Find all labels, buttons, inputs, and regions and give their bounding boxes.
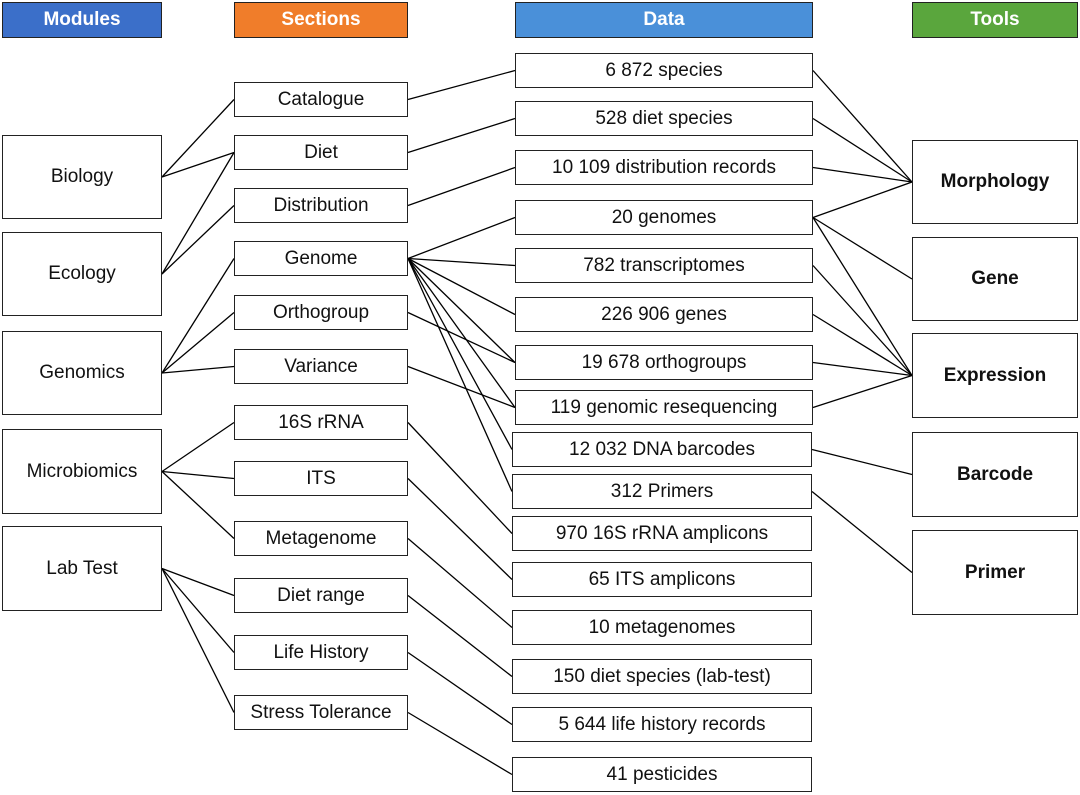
tool-morphology: Morphology	[912, 140, 1078, 224]
link-section-data	[407, 258, 513, 492]
section-variance: Variance	[234, 349, 408, 384]
link-section-data	[407, 422, 513, 534]
data-item-65-its-amplicons: 65 ITS amplicons	[512, 562, 812, 597]
data-header: Data	[515, 2, 813, 38]
data-item-5-644-life-history-records: 5 644 life history records	[512, 707, 812, 742]
section-its: ITS	[234, 461, 408, 496]
section-diet-range: Diet range	[234, 578, 408, 613]
tool-gene: Gene	[912, 237, 1078, 321]
section-life-history: Life History	[234, 635, 408, 670]
section-distribution: Distribution	[234, 188, 408, 223]
data-item-119-genomic-resequencing: 119 genomic resequencing	[515, 390, 813, 425]
link-data-tool	[812, 313, 913, 377]
link-module-section	[161, 365, 235, 374]
link-module-section	[161, 471, 235, 539]
data-item-528-diet-species: 528 diet species	[515, 101, 813, 136]
data-item-10-metagenomes: 10 metagenomes	[512, 610, 812, 645]
tool-expression: Expression	[912, 333, 1078, 418]
link-data-tool	[811, 490, 913, 574]
module-genomics: Genomics	[2, 331, 162, 415]
module-ecology: Ecology	[2, 232, 162, 316]
link-module-section	[161, 567, 235, 597]
data-item-6-872-species: 6 872 species	[515, 53, 813, 88]
section-stress-tolerance: Stress Tolerance	[234, 695, 408, 730]
link-data-tool	[812, 217, 913, 376]
link-data-tool	[812, 361, 913, 377]
link-data-tool	[812, 374, 913, 409]
link-module-section	[161, 205, 235, 275]
tool-barcode: Barcode	[912, 432, 1078, 517]
link-section-data	[407, 258, 516, 363]
modules-header: Modules	[2, 2, 162, 38]
link-module-section	[161, 312, 235, 374]
link-section-data	[407, 258, 516, 408]
link-data-tool	[812, 265, 913, 376]
link-data-tool	[812, 117, 913, 183]
link-section-data	[407, 117, 516, 154]
link-data-tool	[812, 166, 913, 183]
link-module-section	[161, 258, 235, 374]
data-item-12-032-dna-barcodes: 12 032 DNA barcodes	[512, 432, 812, 467]
data-item-970-16s-rrna-amplicons: 970 16S rRNA amplicons	[512, 516, 812, 551]
link-section-data	[407, 711, 513, 776]
section-metagenome: Metagenome	[234, 521, 408, 556]
link-section-data	[407, 166, 516, 207]
data-item-41-pesticides: 41 pesticides	[512, 757, 812, 792]
link-module-section	[161, 152, 235, 275]
link-section-data	[407, 365, 516, 409]
link-module-section	[161, 568, 235, 713]
link-section-data	[407, 311, 516, 364]
module-microbiomics: Microbiomics	[2, 429, 162, 514]
data-item-226-906-genes: 226 906 genes	[515, 297, 813, 332]
tools-header: Tools	[912, 2, 1078, 38]
link-module-section	[161, 99, 235, 178]
data-item-19-678-orthogroups: 19 678 orthogroups	[515, 345, 813, 380]
link-data-tool	[812, 70, 913, 183]
section-orthogroup: Orthogroup	[234, 295, 408, 330]
module-biology: Biology	[2, 135, 162, 219]
link-section-data	[407, 478, 513, 580]
tool-primer: Primer	[912, 530, 1078, 615]
link-data-tool	[812, 181, 913, 219]
link-section-data	[407, 594, 513, 678]
link-section-data	[407, 258, 513, 450]
link-module-section	[161, 151, 235, 178]
data-item-20-genomes: 20 genomes	[515, 200, 813, 235]
link-data-tool	[812, 216, 913, 280]
link-module-section	[161, 470, 235, 480]
link-section-data	[407, 538, 513, 628]
link-section-data	[407, 69, 516, 101]
data-item-782-transcriptomes: 782 transcriptomes	[515, 248, 813, 283]
link-module-section	[161, 568, 235, 653]
data-item-150-diet-species-lab-test: 150 diet species (lab-test)	[512, 659, 812, 694]
section-diet: Diet	[234, 135, 408, 170]
link-section-data	[407, 651, 513, 726]
section-catalogue: Catalogue	[234, 82, 408, 117]
link-section-data	[407, 216, 516, 260]
module-lab-test: Lab Test	[2, 526, 162, 611]
sections-header: Sections	[234, 2, 408, 38]
data-item-312-primers: 312 Primers	[512, 474, 812, 509]
link-module-section	[161, 421, 235, 473]
data-item-10-109-distribution-records: 10 109 distribution records	[515, 150, 813, 185]
link-section-data	[407, 257, 516, 267]
section-genome: Genome	[234, 241, 408, 276]
section-16s-rrna: 16S rRNA	[234, 405, 408, 440]
link-section-data	[407, 257, 516, 316]
link-data-tool	[811, 448, 913, 476]
